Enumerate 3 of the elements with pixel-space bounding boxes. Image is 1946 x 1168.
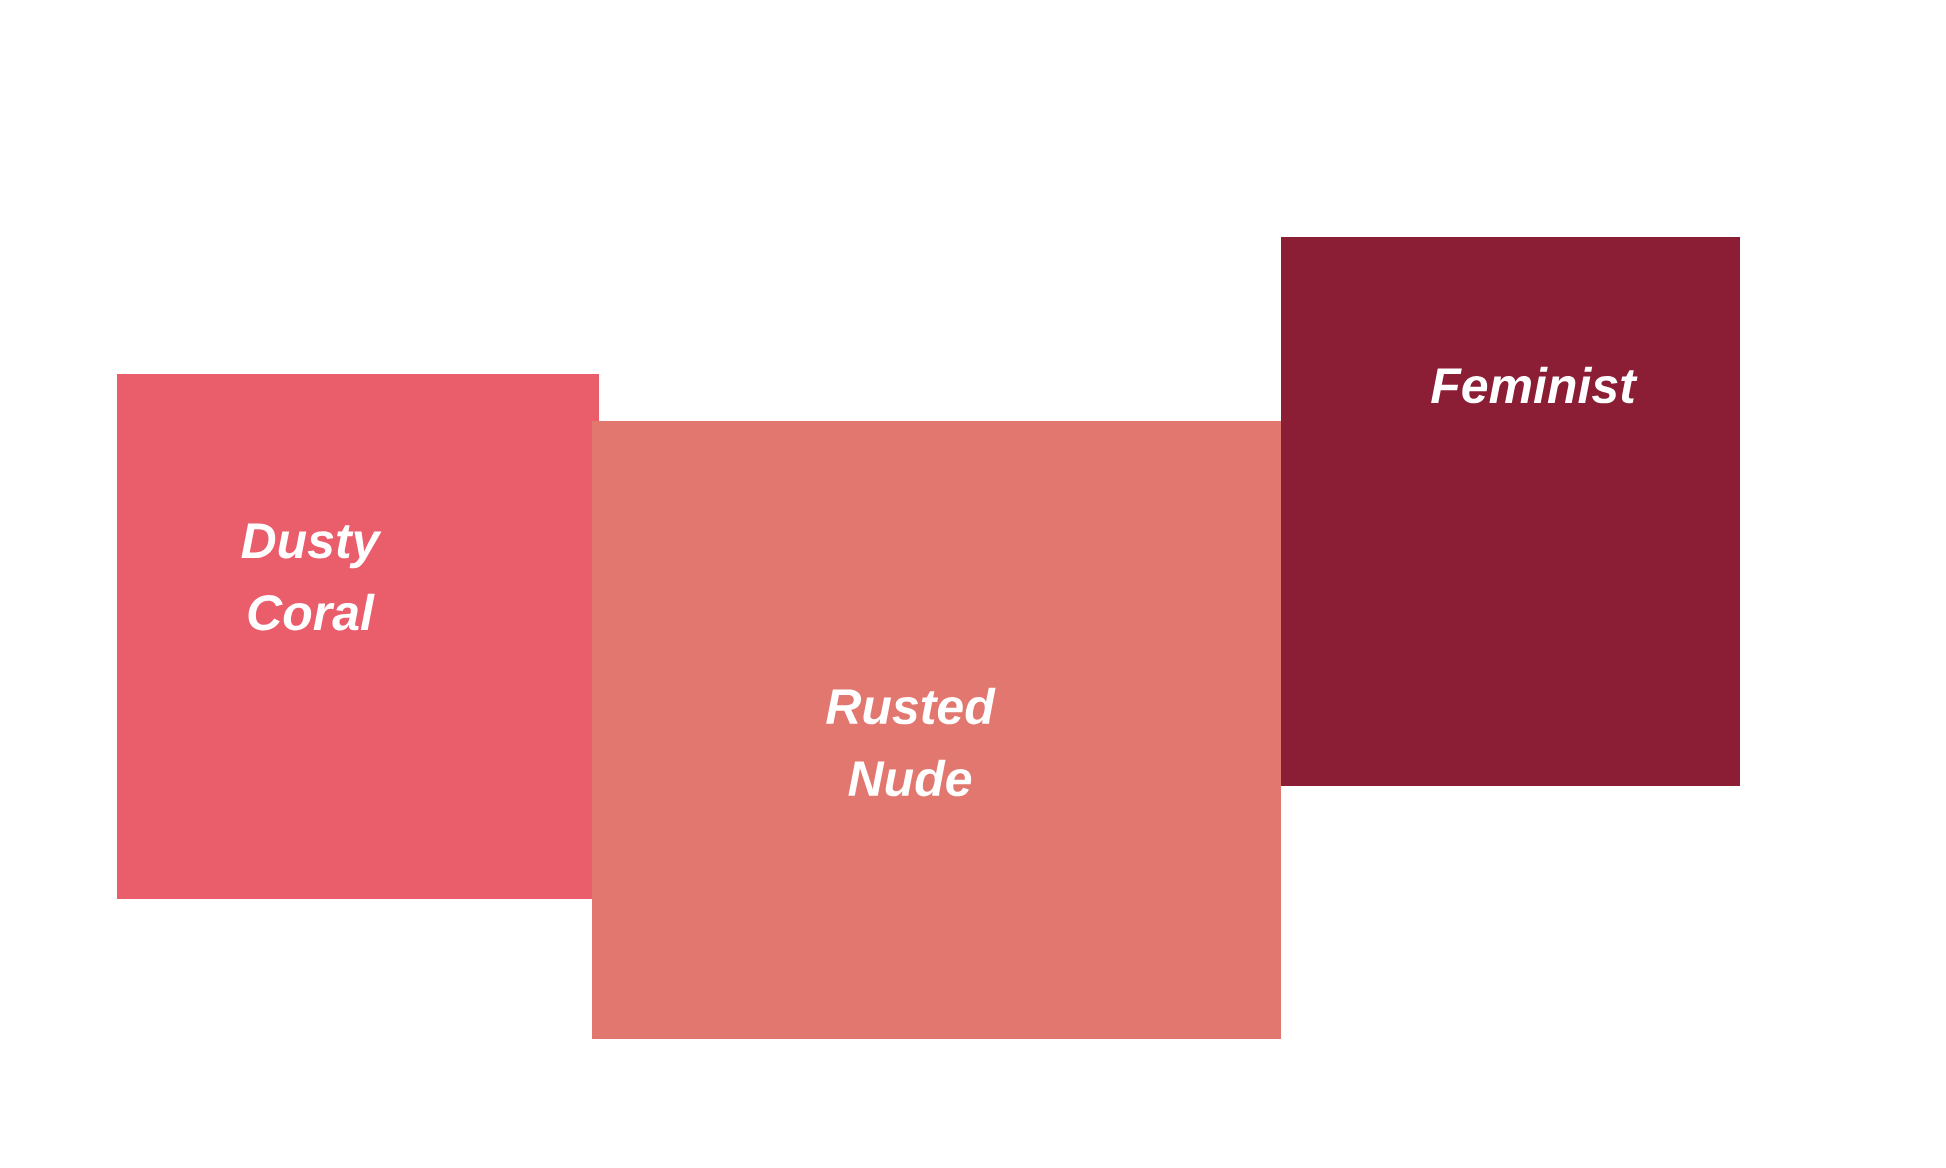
color-block: Feminist <box>1281 237 1740 786</box>
color-block: Dusty Coral <box>117 374 599 899</box>
color-block: Rusted Nude <box>592 421 1281 1039</box>
